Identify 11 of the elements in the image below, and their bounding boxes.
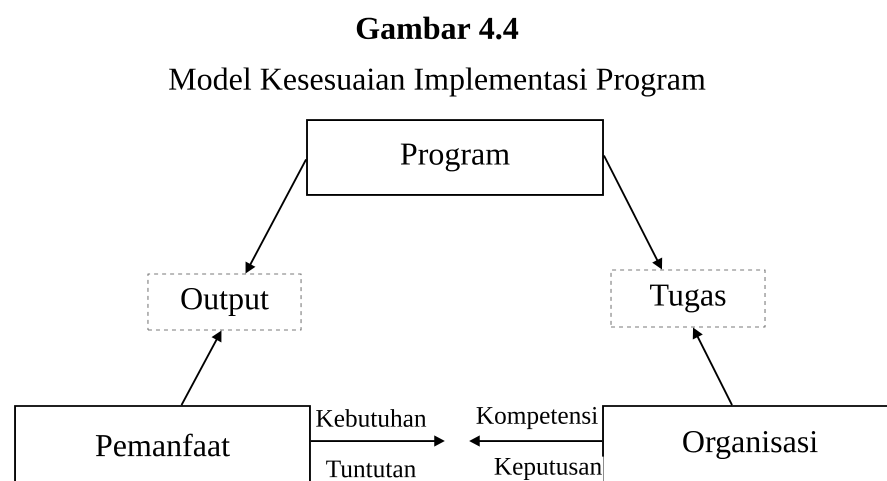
text-label: Keputusan: [492, 456, 604, 481]
edge-label: Kompetensi: [474, 406, 600, 430]
text-label: Tuntutan: [324, 459, 418, 479]
beneficiary-box: Pemanfaat: [14, 405, 311, 481]
figure-title: Gambar 4.4: [356, 16, 518, 40]
edge-label: Kebutuhan: [314, 408, 428, 428]
caption: Model Kesesuaian Implementasi Program: [169, 67, 706, 97]
organization-box: Organisasi: [602, 405, 887, 481]
output-box: Output: [148, 274, 302, 330]
task-box: Tugas: [610, 270, 766, 328]
program-box: Program: [306, 119, 604, 196]
